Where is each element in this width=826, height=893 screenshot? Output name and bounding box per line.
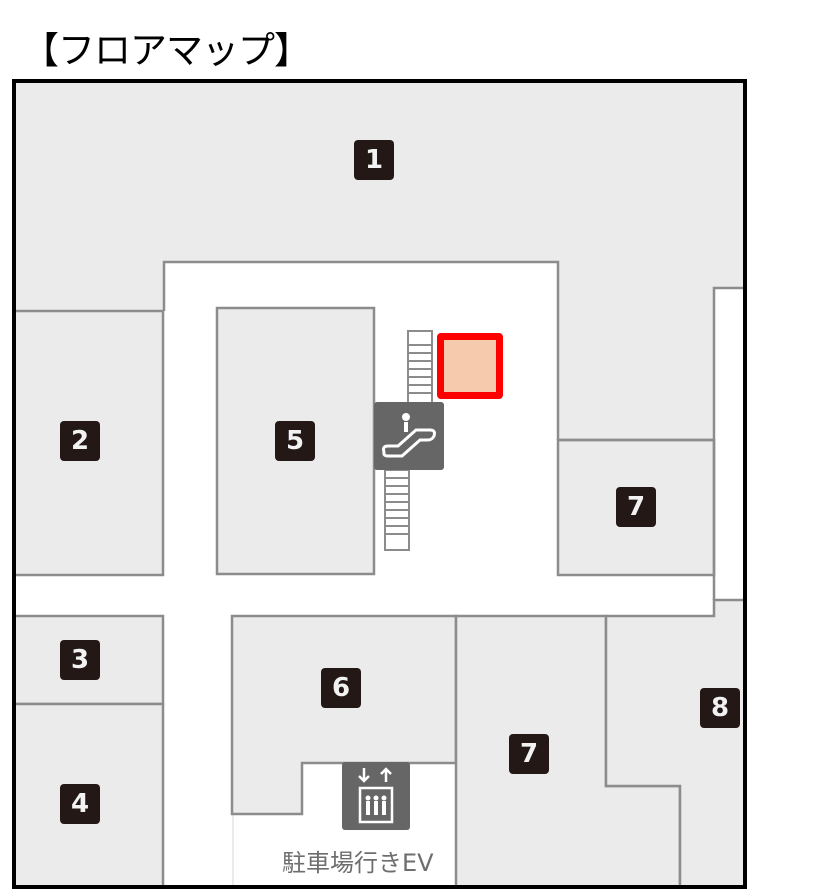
area-badge-1[interactable]: 1 [354, 140, 394, 180]
escalator-icon [374, 402, 444, 470]
area-badge-8[interactable]: 8 [700, 688, 740, 728]
elevator-label: 駐車場行きEV [282, 849, 434, 877]
area-badge-5[interactable]: 5 [275, 421, 315, 461]
page-title: 【フロアマップ】 [22, 29, 311, 72]
area-badge-6[interactable]: 6 [321, 668, 361, 708]
area-badge-7-lower[interactable]: 7 [509, 734, 549, 774]
area-badge-3[interactable]: 3 [60, 640, 100, 680]
escalator-steps [384, 330, 433, 551]
area-badge-2[interactable]: 2 [60, 421, 100, 461]
current-location-marker[interactable] [437, 333, 503, 399]
area-badge-7-upper[interactable]: 7 [616, 487, 656, 527]
elevator-icon [342, 762, 410, 830]
area-badge-4[interactable]: 4 [60, 784, 100, 824]
